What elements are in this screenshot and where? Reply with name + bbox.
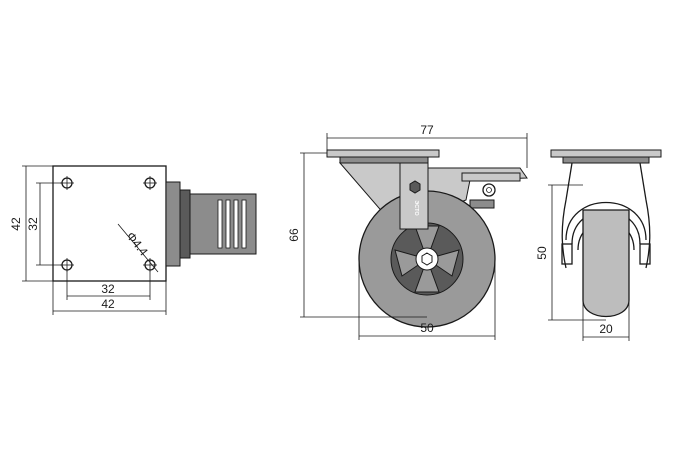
dim-wheel-height: 50 — [535, 246, 549, 260]
brand-text: ЭСТО — [413, 200, 419, 216]
pedal-rib — [241, 199, 247, 249]
dim-width-outer: 42 — [101, 297, 115, 311]
dim-overall-width: 77 — [420, 123, 434, 137]
pedal-rib — [225, 199, 231, 249]
mounting-hole — [143, 258, 157, 272]
dim-height-inner: 32 — [26, 217, 40, 231]
brake-pivot — [482, 183, 496, 197]
brake-pedal-top — [461, 172, 521, 182]
dim-wheel-diameter: 50 — [420, 321, 434, 335]
front-wheel — [582, 209, 630, 318]
side-view: ЭСТО 77 66 50 — [287, 123, 528, 340]
axle-bracket-right — [639, 243, 651, 265]
swivel-ring — [339, 156, 429, 164]
brake-bracket — [179, 189, 191, 259]
mounting-hole — [143, 176, 157, 190]
front-view: 50 20 — [535, 149, 662, 341]
swivel-housing — [165, 181, 181, 267]
top-view: Φ4.4 42 32 32 42 — [9, 165, 257, 315]
front-swivel-ring — [562, 156, 650, 164]
pedal-rib — [217, 199, 223, 249]
dim-width-inner: 32 — [101, 282, 115, 296]
front-top-plate — [550, 149, 662, 158]
fork-left-side — [561, 162, 573, 269]
mounting-hole — [60, 258, 74, 272]
axle-nut — [421, 252, 433, 266]
hole-leader-line — [117, 223, 159, 273]
hole-diameter-label: Φ4.4 — [124, 229, 151, 259]
brake-arc-outer — [565, 201, 647, 241]
wheel-spokes — [394, 225, 460, 293]
mounting-hole — [60, 176, 74, 190]
brake-shoe — [469, 199, 495, 209]
dim-overall-height: 66 — [287, 228, 301, 242]
pedal-rib — [233, 199, 239, 249]
axle-bracket-left — [561, 243, 573, 265]
dim-wheel-width: 20 — [599, 322, 613, 336]
fork-leg — [399, 162, 429, 230]
side-top-plate — [326, 149, 440, 158]
fork-right-side — [639, 162, 651, 269]
dim-height-outer: 42 — [9, 217, 23, 231]
brand-logo-icon — [409, 180, 421, 194]
